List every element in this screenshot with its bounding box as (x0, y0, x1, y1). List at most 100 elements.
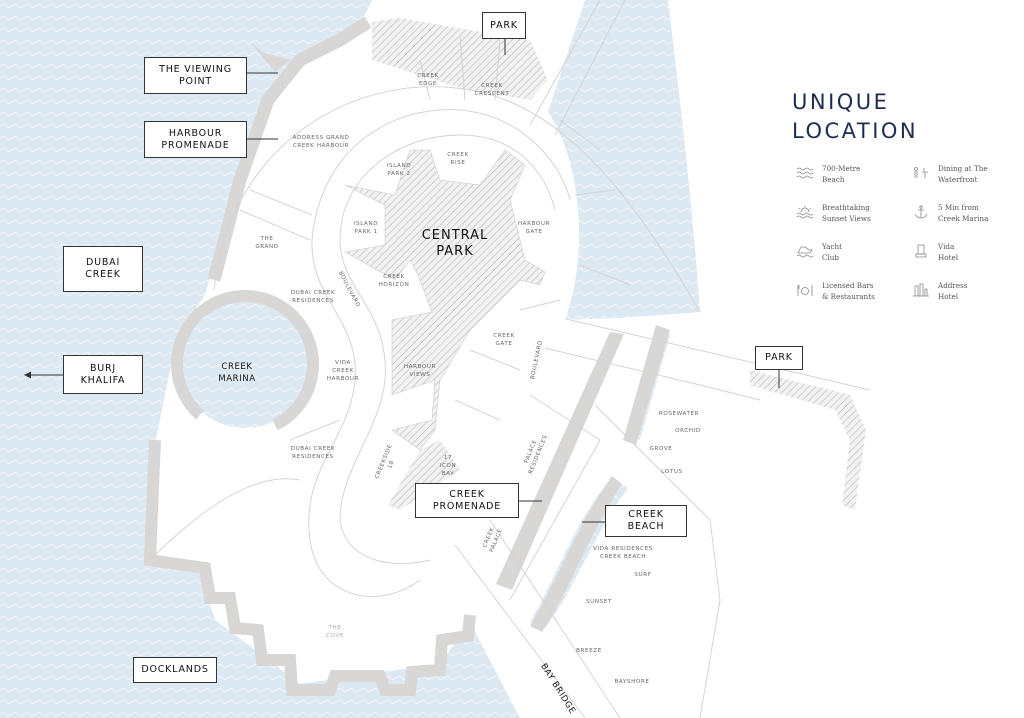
title-line: LOCATION (792, 119, 919, 143)
legend-text: 5 Min from (938, 203, 979, 212)
callout-text: THE VIEWING (159, 63, 232, 75)
legend-text: Club (822, 253, 840, 262)
legend-text: Sunset Views (822, 214, 871, 223)
creek-promenade-strip (496, 332, 624, 590)
label-bayshore: BAYSHORE (614, 679, 649, 685)
bar-icon (797, 285, 813, 296)
callout-text: DOCKLANDS (141, 664, 209, 675)
label-grove: GROVE (650, 446, 673, 452)
callout-park-right: PARK (755, 346, 803, 370)
label-bay-bridge: BAY BRIDGE (538, 662, 577, 716)
legend-text: Waterfront (938, 175, 978, 184)
creekside-park-strip (388, 440, 460, 510)
callout-text: PARK (490, 19, 518, 31)
callout-leaders (28, 39, 780, 523)
harbour-promenade (207, 16, 372, 282)
callout-text: BURJ (89, 362, 117, 374)
arrow-left-icon (24, 371, 31, 379)
hotel-icon (915, 244, 927, 258)
viewing-point (250, 42, 290, 72)
creek-beach-strip (530, 476, 622, 632)
yacht-icon (796, 246, 814, 258)
legend-item: Licensed Bars& Restaurants (796, 280, 912, 304)
tower-icon (913, 283, 929, 297)
callout-text: KHALIFA (80, 374, 126, 386)
label-palace-residences: PALACERESIDENCES (520, 431, 549, 475)
callout-text: CREEK (449, 488, 485, 500)
page-title: UNIQUE LOCATION (792, 88, 918, 146)
legend-text: Beach (822, 175, 845, 184)
label-boulevard-2: BOULEVARD (530, 340, 544, 380)
legend-text: Vida (938, 242, 955, 251)
waves-icon (796, 167, 814, 179)
dining-icon (914, 167, 928, 178)
label-surf: SURF (634, 572, 651, 578)
docklands-promenade (143, 439, 476, 696)
callout-text: DUBAI (85, 257, 121, 268)
callout-park-top: PARK (482, 12, 526, 39)
callout-text: PARK (765, 352, 793, 363)
label-breeze: BREEZE (576, 648, 602, 654)
legend-text: Licensed Bars (822, 281, 874, 290)
callout-text: POINT (179, 75, 212, 87)
marina-ring (171, 290, 319, 431)
callout-text: BEACH (627, 521, 665, 532)
legend-text: Breathtaking (822, 203, 870, 212)
callout-docklands: DOCKLANDS (133, 657, 217, 683)
callout-text: PROMENADE (161, 139, 230, 151)
dubai-creek-water (0, 0, 520, 718)
legend-text: Hotel (938, 253, 959, 262)
label-sunset: SUNSET (586, 599, 612, 605)
legend-text: Creek Marina (938, 214, 989, 223)
callout-text: CREEK (85, 269, 121, 280)
label-lotus: LOTUS (661, 469, 682, 475)
label-orchid: ORCHID (675, 428, 701, 434)
channel-water (548, 0, 700, 320)
label-creek-palace: CREEKPALACE (482, 525, 504, 553)
right-park-area (750, 370, 866, 510)
road-network (149, 0, 871, 718)
inlet-edge (623, 325, 670, 445)
callout-text: HARBOUR (168, 127, 223, 139)
central-park-area (344, 149, 546, 451)
legend-text: Address (938, 281, 968, 290)
callout-text: PROMENADE (432, 500, 502, 512)
marina-water (179, 296, 311, 428)
legend-text: Dining at The (938, 164, 988, 173)
legend-text: 700-Metre (822, 164, 861, 173)
